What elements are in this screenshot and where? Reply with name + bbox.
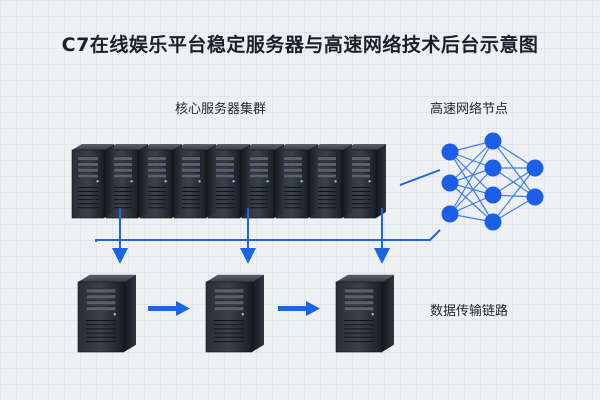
network-label: 高速网络节点 (430, 102, 509, 117)
network-node-3-1 (526, 159, 544, 177)
chain-server-3 (335, 274, 394, 353)
link-label: 数据传输链路 (430, 304, 509, 319)
chain-server-2 (205, 274, 264, 353)
cluster-server-1 (71, 144, 114, 219)
cluster-server-8 (309, 144, 352, 219)
network-node-2-1 (484, 132, 502, 150)
network-node-2-4 (484, 213, 502, 231)
network-node-1-3 (441, 205, 459, 223)
cluster-bus-line (95, 239, 390, 242)
connection-lines (95, 169, 441, 264)
network-node-3-2 (526, 188, 544, 206)
network-node-1-2 (441, 174, 459, 192)
data-transfer-chain (77, 274, 394, 353)
core-server-cluster (71, 144, 386, 219)
network-node-1-1 (441, 143, 459, 161)
network-node-2-3 (484, 186, 502, 204)
cluster-label: 核心服务器集群 (175, 102, 267, 117)
network-node-2-2 (484, 159, 502, 177)
diagram-title: C7在线娱乐平台稳定服务器与高速网络技术后台示意图 (61, 34, 539, 56)
transfer-arrows (148, 301, 320, 316)
high-speed-network-graph (441, 132, 544, 231)
transfer-arrow-2 (278, 301, 320, 316)
bus-to-network-line (390, 229, 441, 241)
network-feed-line (399, 169, 441, 186)
chain-server-1 (77, 274, 136, 353)
transfer-arrow-1 (148, 301, 190, 316)
network-edges (449, 140, 536, 223)
